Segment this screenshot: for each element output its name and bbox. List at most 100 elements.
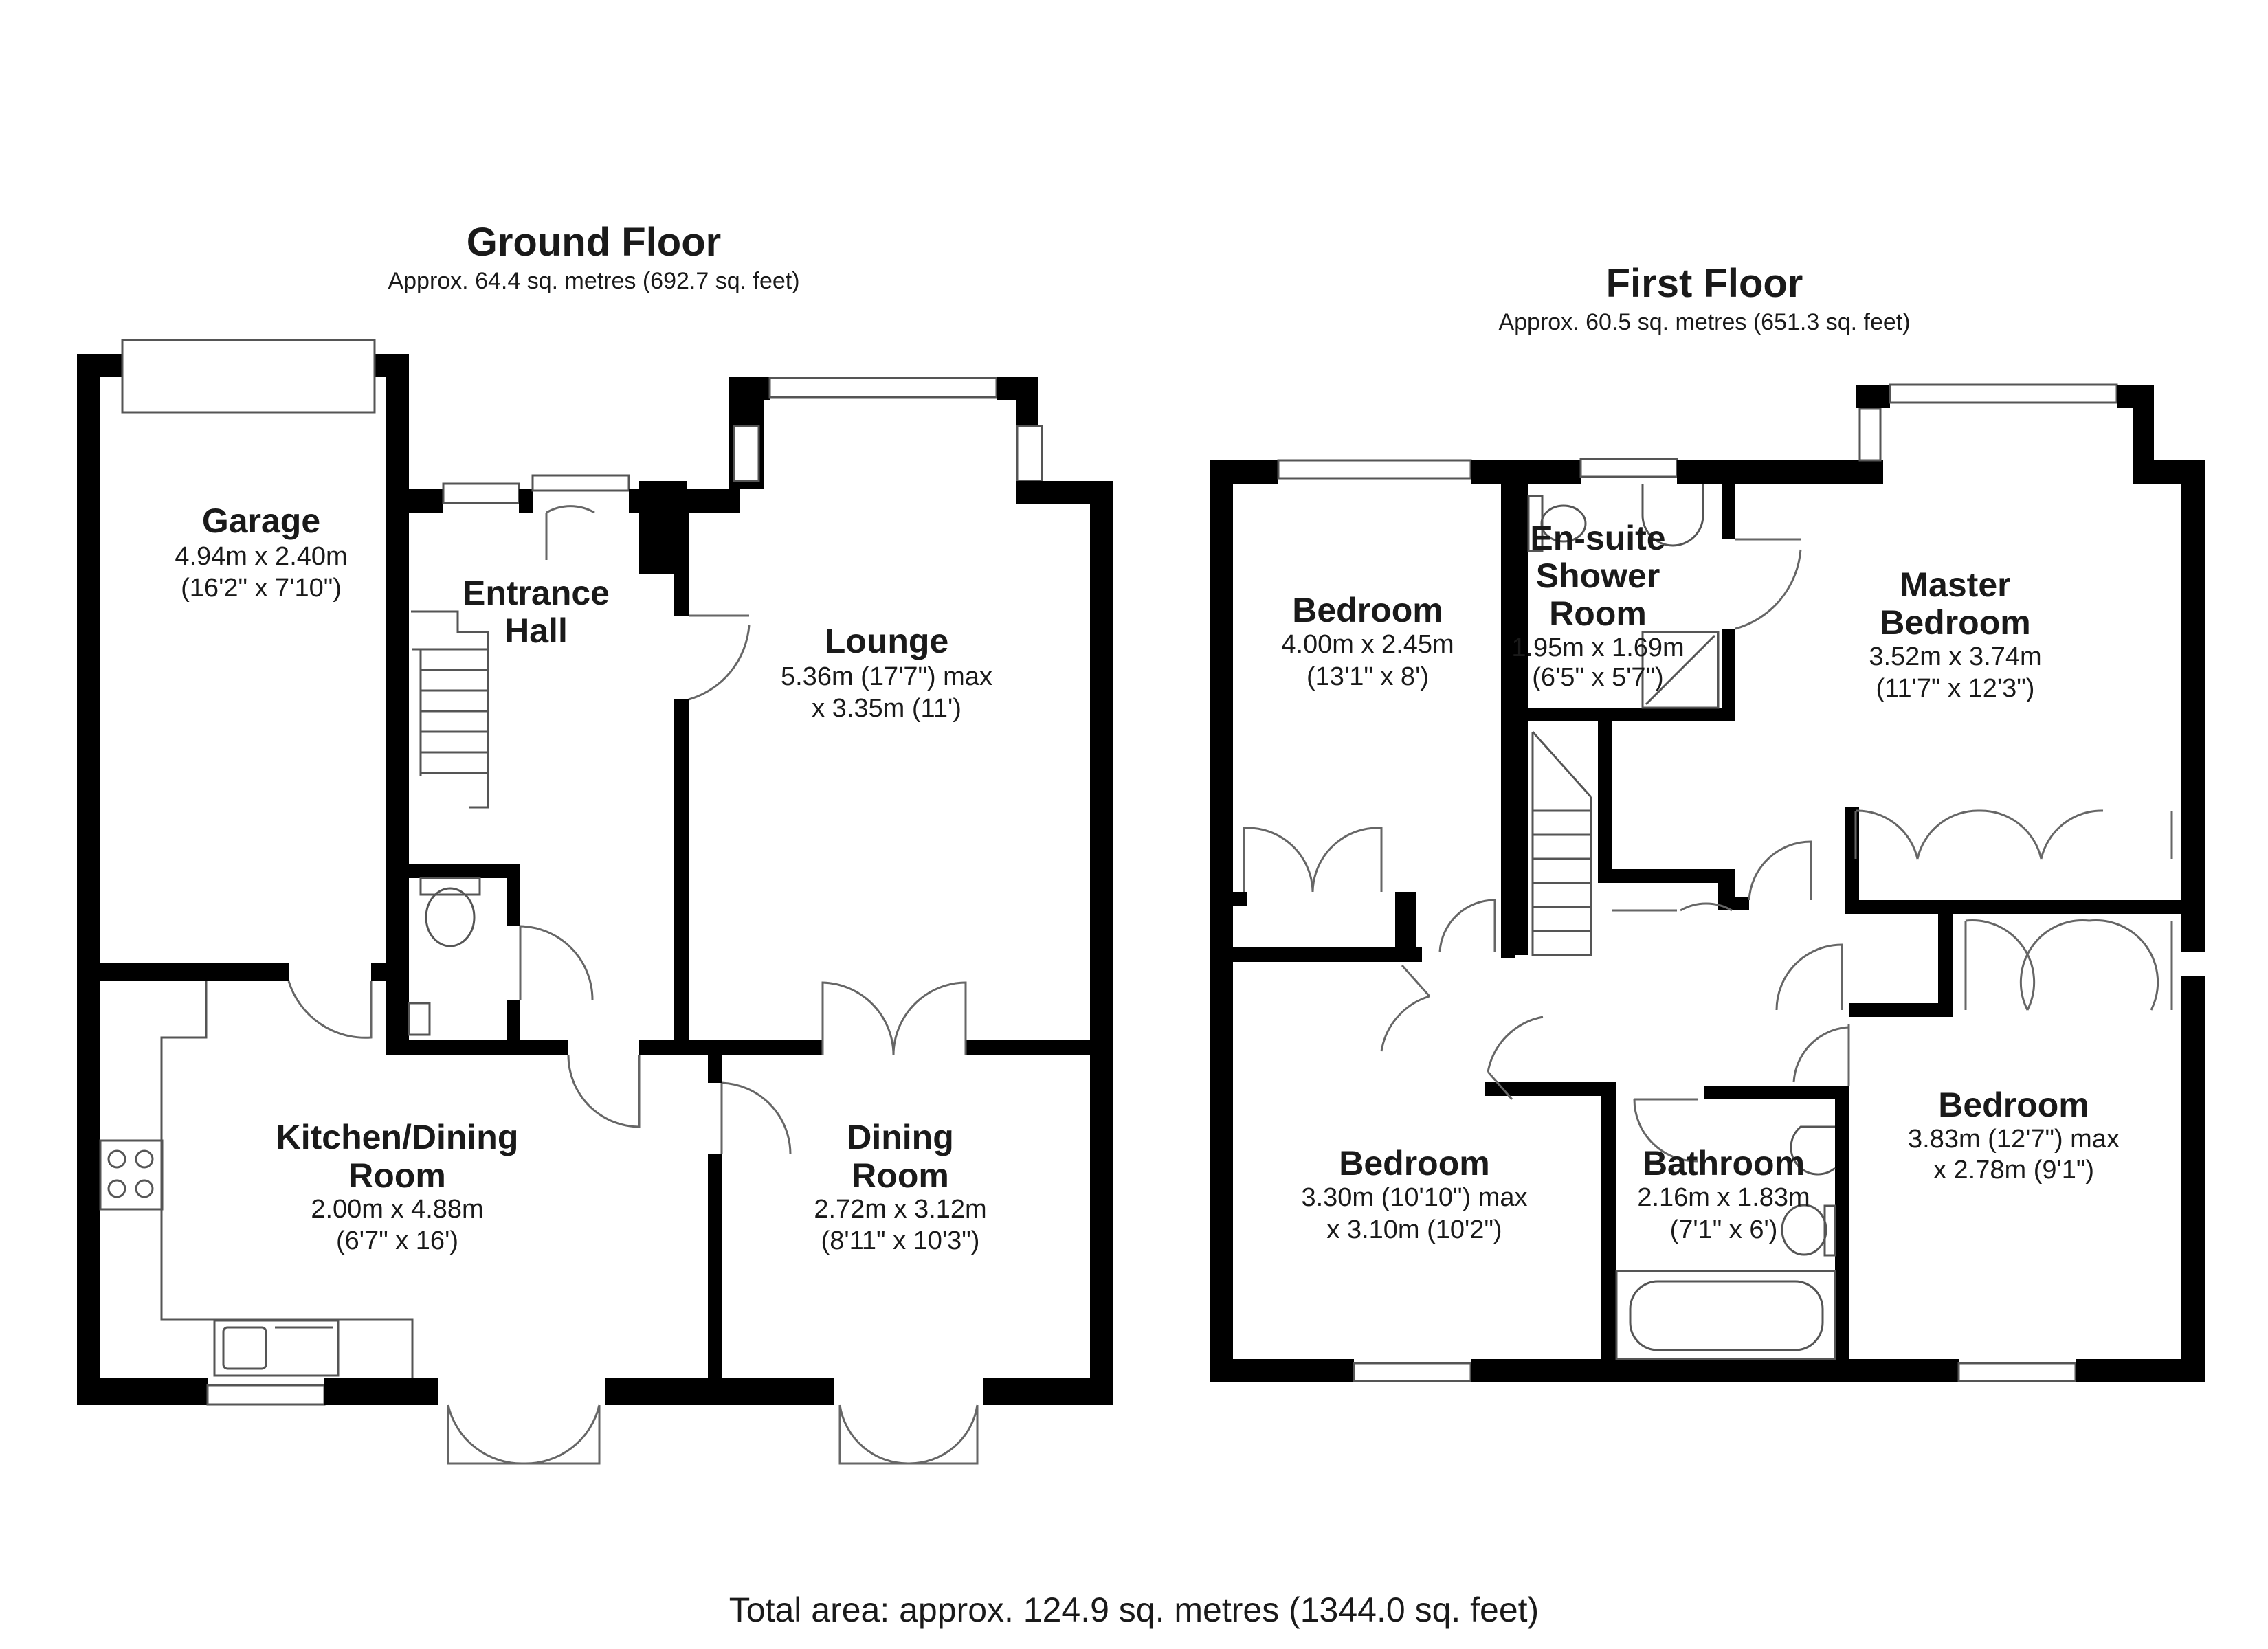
bedroom-2-dim-imperial: (13'1" x 8'): [1307, 662, 1429, 691]
window: [442, 482, 520, 504]
door: [287, 980, 373, 1039]
wall: [519, 489, 533, 513]
door: [519, 925, 594, 1000]
wall: [409, 489, 443, 513]
window: [1353, 1362, 1472, 1382]
wall: [1598, 721, 1612, 883]
master-bedroom-dim-metric: 3.52m x 3.74m: [1869, 642, 2041, 671]
stairs: [1531, 730, 1592, 956]
lounge-dim-2: x 3.35m (11'): [812, 694, 961, 723]
bedroom-3-dim-1: 3.30m (10'10") max: [1301, 1183, 1527, 1212]
toilet-cistern: [1823, 1204, 1836, 1257]
door: [1735, 538, 1802, 630]
wall: [1735, 897, 1749, 910]
garage-dim-metric: 4.94m x 2.40m: [175, 542, 347, 571]
door: [1748, 840, 1812, 901]
wall: [674, 699, 689, 1055]
door: [1633, 1098, 1698, 1163]
window: [1277, 459, 1472, 480]
garage-door: [121, 339, 376, 414]
shower-line: [1645, 634, 1716, 706]
hob: [99, 1139, 164, 1211]
wall: [1845, 807, 1859, 914]
wall: [2181, 976, 2205, 1382]
door: [688, 614, 751, 701]
hob-ring: [135, 1179, 154, 1198]
bath: [1615, 1270, 1836, 1360]
bedroom-2-label: Bedroom: [1292, 591, 1443, 629]
wall: [77, 354, 122, 377]
wall: [1471, 460, 1581, 484]
bedroom-3-label: Bedroom: [1339, 1144, 1489, 1182]
wardrobe-doors: [1964, 919, 2173, 1011]
wall: [100, 963, 289, 981]
window: [1957, 1362, 2077, 1382]
wall: [386, 1040, 568, 1055]
wall: [1210, 460, 1233, 1382]
wash-basin: [1641, 484, 1704, 547]
dining-dim-imperial: (8'11" x 10'3"): [821, 1226, 980, 1255]
wall: [663, 489, 740, 513]
wall: [1835, 1086, 1849, 1364]
shower-tray: [1641, 631, 1720, 709]
wall: [386, 354, 409, 1055]
wall: [1722, 629, 1735, 721]
wall: [708, 1055, 722, 1083]
toilet-cistern: [419, 877, 481, 896]
dining-dim-metric: 2.72m x 3.12m: [814, 1195, 986, 1224]
door: [1487, 1016, 1544, 1100]
bedroom-4-label: Bedroom: [1938, 1086, 2089, 1124]
bedroom-2-dim-metric: 4.00m x 2.45m: [1281, 630, 1454, 659]
wardrobe-doors: [1854, 809, 2173, 860]
wall: [1938, 914, 1953, 1017]
wall: [983, 1378, 1113, 1405]
toilet: [1540, 504, 1587, 543]
window: [733, 425, 760, 482]
wall: [1210, 1359, 1354, 1382]
wall: [507, 864, 520, 926]
wall: [2181, 460, 2205, 952]
bedroom-4-dim-1: 3.83m (12'7") max: [1908, 1125, 2120, 1154]
hob-ring: [135, 1149, 154, 1169]
wall: [1849, 1003, 1952, 1017]
wall: [1515, 721, 1528, 955]
bedroom-3-dim-2: x 3.10m (10'2"): [1326, 1215, 1502, 1244]
wall: [674, 513, 689, 616]
wall: [386, 864, 520, 878]
ensuite-label-3: Room: [1549, 594, 1647, 633]
kitchen-dim-metric: 2.00m x 4.88m: [311, 1195, 483, 1224]
wall: [639, 1040, 689, 1055]
wall: [1598, 869, 1722, 883]
door: [720, 1081, 792, 1155]
bathroom-dim-metric: 2.16m x 1.83m: [1637, 1183, 1810, 1212]
wall: [1233, 947, 1422, 962]
total-area: Total area: approx. 124.9 sq. metres (13…: [729, 1591, 1539, 1629]
wall: [371, 963, 386, 981]
lounge-label: Lounge: [825, 622, 949, 660]
ensuite-label-2: Shower: [1536, 557, 1660, 595]
wall: [1845, 900, 2181, 914]
wall: [708, 1154, 722, 1388]
kitchen-label-2: Room: [348, 1156, 446, 1195]
window: [1889, 383, 2118, 404]
first-floor-title: First Floor: [1606, 261, 1803, 306]
garage-label: Garage: [202, 502, 320, 540]
lounge-dim-1: 5.36m (17'7") max: [781, 662, 992, 691]
ensuite-dim-imperial: (6'5" x 5'7"): [1532, 663, 1663, 692]
wall: [1601, 1082, 1616, 1364]
door: [1380, 965, 1431, 1052]
window: [531, 474, 630, 492]
toilet: [425, 887, 476, 947]
wall: [77, 1378, 208, 1405]
wall: [1718, 869, 1735, 910]
entrance-hall-label-1: Entrance: [463, 574, 610, 612]
bathroom-label: Bathroom: [1643, 1144, 1805, 1182]
wall: [77, 354, 100, 1405]
bathroom-dim-imperial: (7'1" x 6'): [1670, 1215, 1778, 1244]
bath-inner: [1629, 1280, 1824, 1351]
door: [1775, 943, 1843, 1011]
door: [1792, 1024, 1850, 1086]
door: [1612, 902, 1733, 912]
wall: [1485, 1082, 1608, 1096]
wall: [1722, 484, 1735, 539]
